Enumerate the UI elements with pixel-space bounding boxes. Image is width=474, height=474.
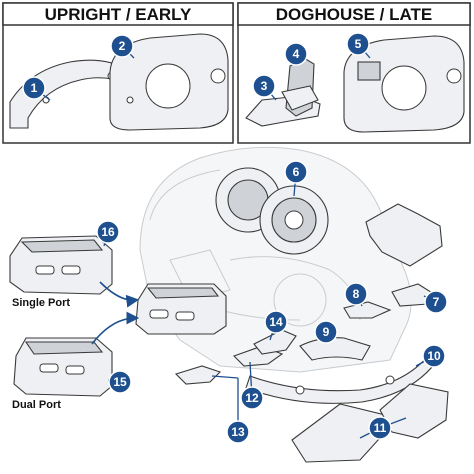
main-exploded-view [9,146,449,463]
callout-3: 3 [252,74,276,98]
callout-12: 12 [240,386,264,410]
callout-number: 16 [101,225,115,239]
fan-housing-part [215,167,329,255]
callout-7: 7 [424,290,448,314]
dual-port-label: Dual Port [12,399,61,411]
callout-8: 8 [344,282,368,306]
doghouse-raised-section [357,61,381,81]
callout-15: 15 [108,370,132,394]
small-opening [210,68,226,84]
curved-channel-part [299,337,371,361]
callout-13: 13 [226,420,250,444]
bolt-hole [295,385,305,395]
callout-number: 9 [323,325,330,339]
callout-number: 7 [433,295,440,309]
bottom-pan-tin-right-part [379,383,449,439]
leader-line [211,375,239,379]
installed-port-tin-part [135,283,227,335]
small-bracket-part [174,365,222,385]
callout-number: 4 [293,47,300,61]
callout-16: 16 [96,220,120,244]
bolt-hole [385,375,395,385]
callout-number: 5 [355,37,362,51]
engine-ghost-line [149,169,221,221]
callout-number: 15 [113,375,127,389]
callout-number: 6 [293,165,300,179]
callout-5: 5 [346,32,370,56]
callout-2: 2 [110,34,134,58]
callout-11: 11 [368,416,392,440]
callout-number: 11 [374,421,387,435]
callout-number: 12 [245,391,259,405]
dual-port-arrow [91,311,140,345]
callouts: 1 2 3 4 5 6 [22,32,448,444]
callout-1: 1 [22,76,46,100]
callout-10: 10 [422,344,446,368]
bolt-hole [126,96,134,104]
single-port-tin-part [9,235,113,295]
callout-number: 1 [31,81,38,95]
callout-6: 6 [284,160,308,184]
callout-number: 14 [269,315,283,329]
panel-title-upright-early: UPRIGHT / EARLY [45,5,192,24]
callout-4: 4 [284,42,308,66]
single-port-label: Single Port [12,297,70,309]
small-opening [446,68,462,84]
callout-number: 10 [427,349,441,363]
doghouse-bracket-face [281,85,319,111]
small-plate-part [343,301,392,319]
callout-9: 9 [314,320,338,344]
callout-number: 8 [353,287,360,301]
callout-number: 3 [261,79,268,93]
panel-title-doghouse-late: DOGHOUSE / LATE [276,5,432,24]
panel-title-bar [237,2,471,26]
panel-title-bar [2,2,234,26]
upright-early-panel: UPRIGHT / EARLY [2,2,234,144]
engine-ghost-pulley [273,273,327,327]
fan-opening [381,65,427,111]
doghouse-late-panel: DOGHOUSE / LATE [237,2,471,144]
callout-number: 13 [231,425,245,439]
upper-right-tin-part [365,203,443,267]
callout-number: 2 [119,39,126,53]
dual-port-tin-part [13,337,113,397]
callout-14: 14 [264,310,288,334]
fan-opening [145,63,191,109]
single-port-arrow [99,281,140,308]
